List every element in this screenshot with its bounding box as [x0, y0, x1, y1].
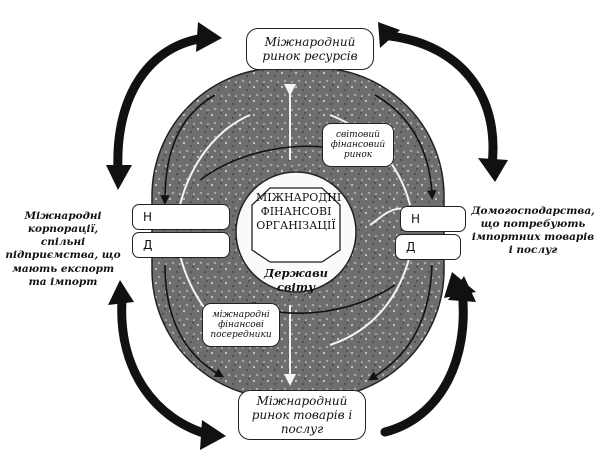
right-tab-n-label: Н: [411, 212, 421, 226]
left-tab-d-label: Д: [143, 238, 153, 252]
financial-market-label: світовий фінансовий ринок: [330, 130, 386, 160]
arrow-head-right-up: [448, 276, 476, 302]
arrow-head-top-right-in: [378, 22, 400, 48]
left-tab-n-label: Н: [143, 210, 153, 224]
outer-arrow-bottom-left: [117, 295, 215, 440]
goods-market-box: Міжнародний ринок товарів і послуг: [238, 390, 366, 440]
financial-market-box: світовий фінансовий ринок: [322, 123, 394, 167]
left-tab-n: Н: [132, 204, 230, 230]
outer-arrow-bottom-right: [380, 285, 468, 437]
resource-market-box: Міжнародний ринок ресурсів: [246, 28, 374, 70]
financial-intermediaries-box: міжнародні фінансові посередники: [202, 303, 280, 347]
center-hexagon: [251, 187, 341, 263]
arrow-head-left-up: [108, 280, 134, 305]
right-tab-d-label: Д: [406, 240, 416, 254]
arrow-head-bottom-left: [200, 420, 226, 450]
center-subtitle: Держави світу: [264, 266, 328, 295]
right-tab-d: Д: [395, 234, 461, 260]
left-actor-label: Міжнародні корпорації, спільні підприємс…: [5, 210, 121, 288]
center-title: МІЖНАРОДНІ ФІНАНСОВІ ОРГАНІЗАЦІЇ: [256, 191, 342, 232]
arrow-head-top-right: [478, 158, 508, 182]
left-tab-d: Д: [132, 232, 230, 258]
right-actor-label: Домогосподарства, що потребують імпортни…: [471, 205, 595, 257]
outer-arrow-top-right: [385, 31, 498, 170]
outer-arrow-top-left: [113, 33, 210, 175]
outer-arrow-heads: [106, 22, 508, 450]
right-tab-n: Н: [400, 206, 466, 232]
resource-market-label: Міжнародний ринок ресурсів: [262, 35, 358, 63]
financial-intermediaries-label: міжнародні фінансові посередники: [210, 310, 272, 340]
arrow-head-top-left: [196, 22, 222, 52]
goods-market-label: Міжнародний ринок товарів і послуг: [251, 394, 353, 436]
outer-flow-arrows: [113, 31, 498, 440]
arrow-head-left-down: [106, 165, 132, 190]
